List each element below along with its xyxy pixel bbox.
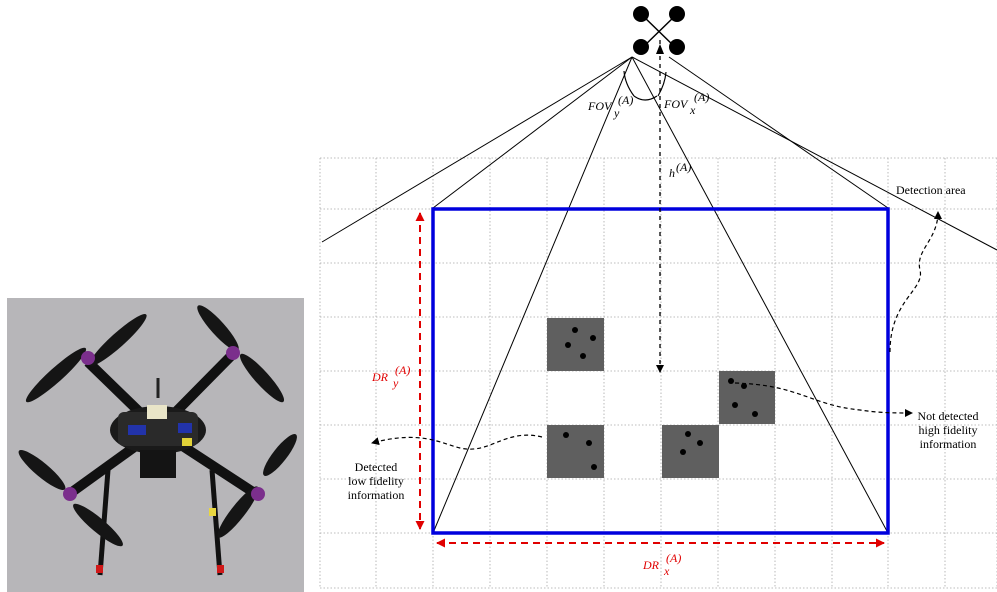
svg-text:high fidelity: high fidelity xyxy=(919,423,978,437)
not-detected-pointer xyxy=(734,382,913,417)
detected-label: Detected low fidelity information xyxy=(348,460,405,502)
target-cells xyxy=(547,318,775,478)
svg-text:y: y xyxy=(392,376,399,390)
svg-text:Not detected: Not detected xyxy=(918,409,979,423)
svg-text:h: h xyxy=(669,166,675,180)
dr-x-label: DR x (A) xyxy=(642,551,681,578)
svg-text:Detected: Detected xyxy=(355,460,398,474)
field-of-view-lines xyxy=(321,56,997,534)
fov-y-label: FOV y (A) xyxy=(587,93,633,120)
dr-y-label: DR y (A) xyxy=(371,363,410,390)
svg-text:y: y xyxy=(613,106,620,120)
svg-text:(A): (A) xyxy=(395,363,410,377)
svg-text:FOV: FOV xyxy=(663,97,689,111)
svg-text:information: information xyxy=(920,437,977,451)
fov-angle-arcs xyxy=(623,70,667,101)
detection-area-label: Detection area xyxy=(896,183,966,197)
svg-text:(A): (A) xyxy=(694,90,709,104)
svg-text:DR: DR xyxy=(371,370,389,384)
quadcopter-icon xyxy=(633,6,685,55)
svg-text:FOV: FOV xyxy=(587,99,613,113)
detected-pointer xyxy=(371,434,543,450)
fov-x-label: FOV x (A) xyxy=(663,90,709,117)
target-cell-right xyxy=(719,371,775,424)
svg-text:(A): (A) xyxy=(666,551,681,565)
svg-text:x: x xyxy=(689,103,696,117)
svg-text:DR: DR xyxy=(642,558,660,572)
quadcopter-photo xyxy=(7,298,304,592)
svg-text:(A): (A) xyxy=(618,93,633,107)
ground-grid xyxy=(319,157,997,589)
target-cell-bottom-middle xyxy=(662,425,719,478)
svg-text:x: x xyxy=(663,564,670,578)
not-detected-label: Not detected high fidelity information xyxy=(918,409,979,451)
svg-text:information: information xyxy=(348,488,405,502)
detection-area-pointer xyxy=(889,211,942,353)
height-label: h (A) xyxy=(669,160,691,180)
svg-text:low fidelity: low fidelity xyxy=(348,474,404,488)
target-cell-bottom-left xyxy=(547,425,604,478)
svg-text:(A): (A) xyxy=(676,160,691,174)
annotation-pointers xyxy=(371,211,942,450)
target-cell-top xyxy=(547,318,604,371)
